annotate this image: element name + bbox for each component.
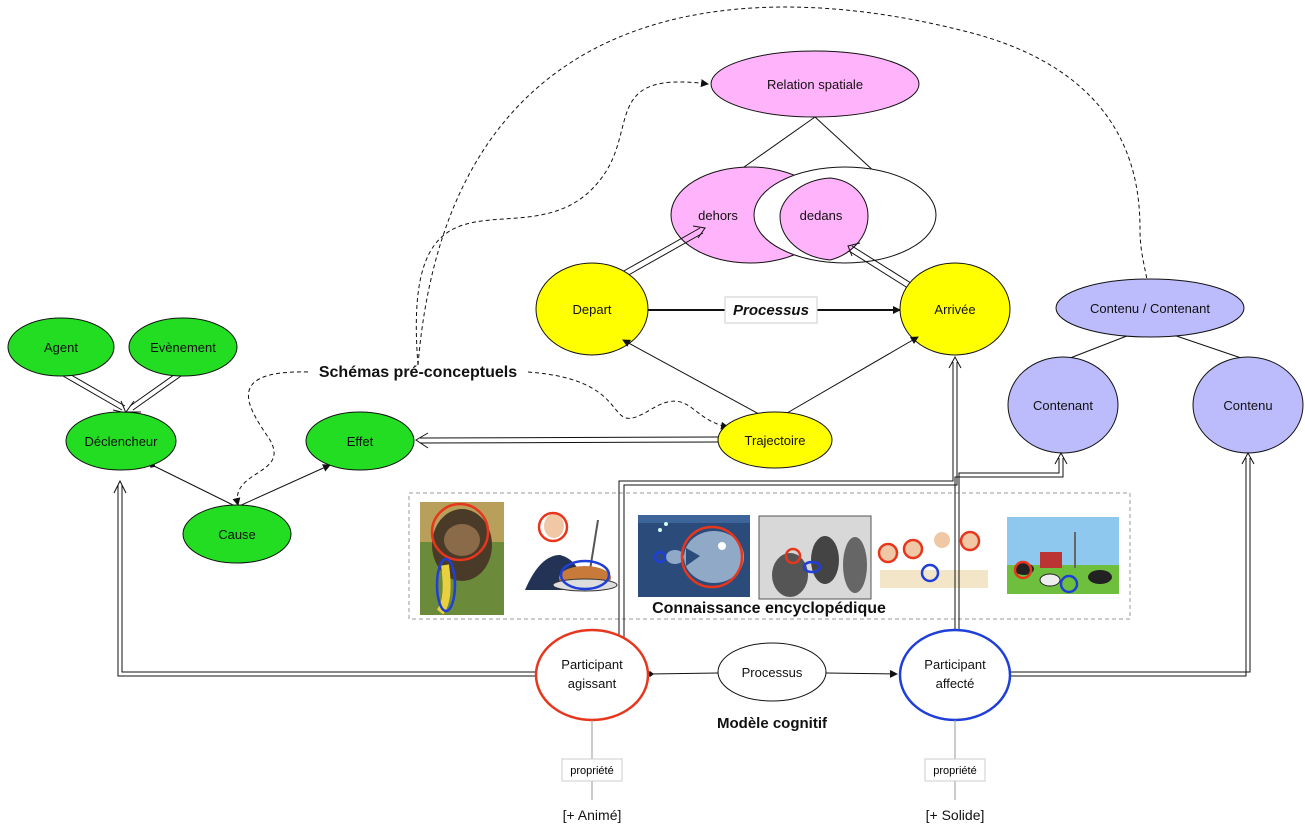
agissant-to-arrivee	[618, 355, 962, 640]
svg-text:propriété: propriété	[933, 765, 976, 777]
schema-connector-lines	[232, 6, 1153, 506]
node-contenu: Contenu	[1192, 356, 1304, 454]
svg-text:Relation spatiale: Relation spatiale	[767, 77, 863, 92]
schemas-preconceptuels-label: Schémas pré-conceptuels	[319, 364, 517, 381]
svg-text:Participant: Participant	[924, 657, 986, 672]
svg-text:Evènement: Evènement	[150, 340, 216, 355]
node-declencheur: Déclencheur	[65, 411, 177, 471]
svg-text:Contenant: Contenant	[1033, 398, 1093, 413]
processus-bottom-links	[646, 669, 898, 678]
svg-text:Effet: Effet	[347, 434, 374, 449]
svg-text:Contenu / Contenant: Contenu / Contenant	[1090, 301, 1210, 316]
node-cause: Cause	[182, 504, 292, 564]
affecte-to-contenu	[1010, 451, 1255, 677]
node-trajectoire: Trajectoire	[717, 411, 833, 469]
svg-text:Cause: Cause	[218, 527, 256, 542]
node-agent: Agent	[7, 317, 115, 377]
svg-text:affecté: affecté	[936, 676, 975, 691]
svg-text:Processus: Processus	[742, 665, 803, 680]
affecte-to-contenant	[954, 451, 1068, 632]
svg-text:Arrivée: Arrivée	[934, 302, 975, 317]
svg-text:propriété: propriété	[570, 765, 613, 777]
property-affecte: propriété [+ Solide]	[924, 720, 986, 823]
node-arrivee: Arrivée	[899, 262, 1011, 356]
svg-text:Trajectoire: Trajectoire	[745, 433, 806, 448]
gorilla-eating-banana-image	[420, 502, 504, 615]
trajectoire-links	[622, 336, 919, 421]
agissant-to-declencheur	[113, 479, 538, 677]
process-main-line: Processus	[648, 296, 901, 324]
node-participant-affecte: Participant affecté	[898, 628, 1012, 722]
svg-text:agissant: agissant	[568, 676, 617, 691]
svg-text:Agent: Agent	[44, 340, 78, 355]
svg-text:Contenu: Contenu	[1223, 398, 1272, 413]
family-dinner-table-image	[877, 520, 990, 592]
node-dehors-dedans: dehors dedans	[670, 166, 937, 264]
node-processus-bottom: Processus	[717, 642, 827, 702]
node-contenu-contenant: Contenu / Contenant	[1055, 278, 1245, 338]
property-agissant: propriété [+ Animé]	[561, 720, 623, 823]
double-arrow-lines	[621, 225, 915, 291]
man-carving-roast-image	[520, 511, 620, 600]
node-relation-spatiale: Relation spatiale	[710, 50, 920, 118]
trajectoire-effet-arrow	[415, 432, 719, 449]
solide-label: [+ Solide]	[926, 807, 985, 823]
dehors-label: dehors	[698, 208, 738, 223]
svg-text:Depart: Depart	[572, 302, 611, 317]
connaissance-encyclopedique-label: Connaissance encyclopédique	[652, 600, 886, 617]
svg-text:Participant: Participant	[561, 657, 623, 672]
node-effet: Effet	[305, 411, 415, 471]
node-evenement: Evènement	[128, 317, 238, 377]
processus-top-label: Processus	[733, 302, 809, 319]
farm-cows-grazing-image	[1007, 517, 1119, 594]
modele-cognitif-label: Modèle cognitif	[717, 715, 828, 732]
dedans-label: dedans	[800, 208, 843, 223]
big-fish-eating-small-fish-image	[638, 515, 750, 597]
spatial-relation-lines	[733, 116, 880, 177]
node-participant-agissant: Participant agissant	[534, 628, 650, 722]
anime-label: [+ Animé]	[563, 807, 622, 823]
node-contenant: Contenant	[1007, 356, 1119, 454]
green-links	[62, 371, 331, 508]
svg-text:Déclencheur: Déclencheur	[85, 434, 159, 449]
node-depart: Depart	[535, 262, 649, 356]
engraving-group-scene-image	[758, 515, 872, 600]
